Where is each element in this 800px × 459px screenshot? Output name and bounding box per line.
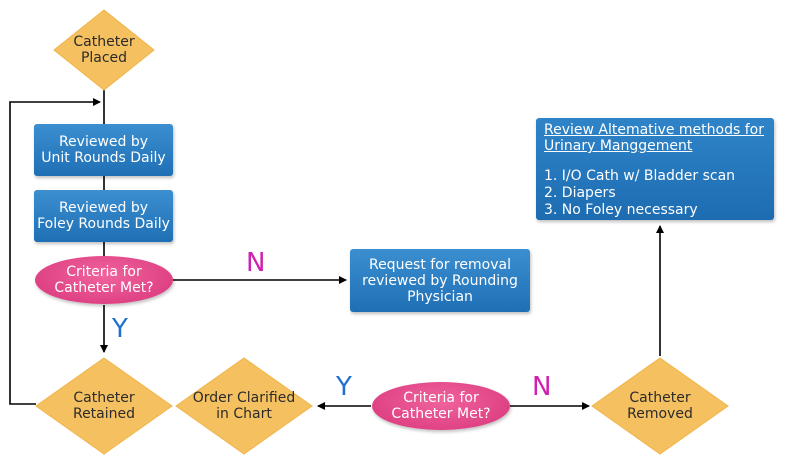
foley-rounds-box: Reviewed by Foley Rounds Daily [34,190,173,242]
catheter-placed-diamond: Catheter Placed [52,8,156,92]
alternatives-list: 1. I/O Cath w/ Bladder scan 2. Diapers 3… [544,168,735,219]
catheter-retained-label: Catheter Retained [72,390,136,422]
criteria-oval-2: Criteria for Catheter Met? [372,382,510,430]
edge-label-yes-1: Y [112,314,128,344]
catheter-placed-label: Catheter Placed [73,34,135,66]
alternatives-box: Review Altemative methods for Urinary Ma… [536,118,774,220]
edge-label-yes-2: Y [336,372,352,402]
alternatives-item: 1. I/O Cath w/ Bladder scan [544,168,736,184]
unit-rounds-box: Reviewed by Unit Rounds Daily [34,124,173,176]
criteria-oval-1: Criteria for Catheter Met? [35,256,173,304]
catheter-removed-label: Catheter Removed [627,390,693,422]
alternatives-item: 2. Diapers [544,185,616,201]
request-removal-box: Request for removal reviewed by Rounding… [350,249,530,312]
arrow-loop-back [9,98,101,405]
order-clarified-diamond: Order Clarified in Chart [174,356,314,456]
edge-label-no-2: N [532,372,552,402]
catheter-retained-diamond: Catheter Retained [34,356,174,456]
edge-label-no-1: N [246,248,266,278]
alternatives-item: 3. No Foley necessary [544,202,698,218]
catheter-removed-diamond: Catheter Removed [590,356,730,456]
order-clarified-label: Order Clarified in Chart [192,390,296,422]
alternatives-title: Review Altemative methods for Urinary Ma… [544,122,764,154]
